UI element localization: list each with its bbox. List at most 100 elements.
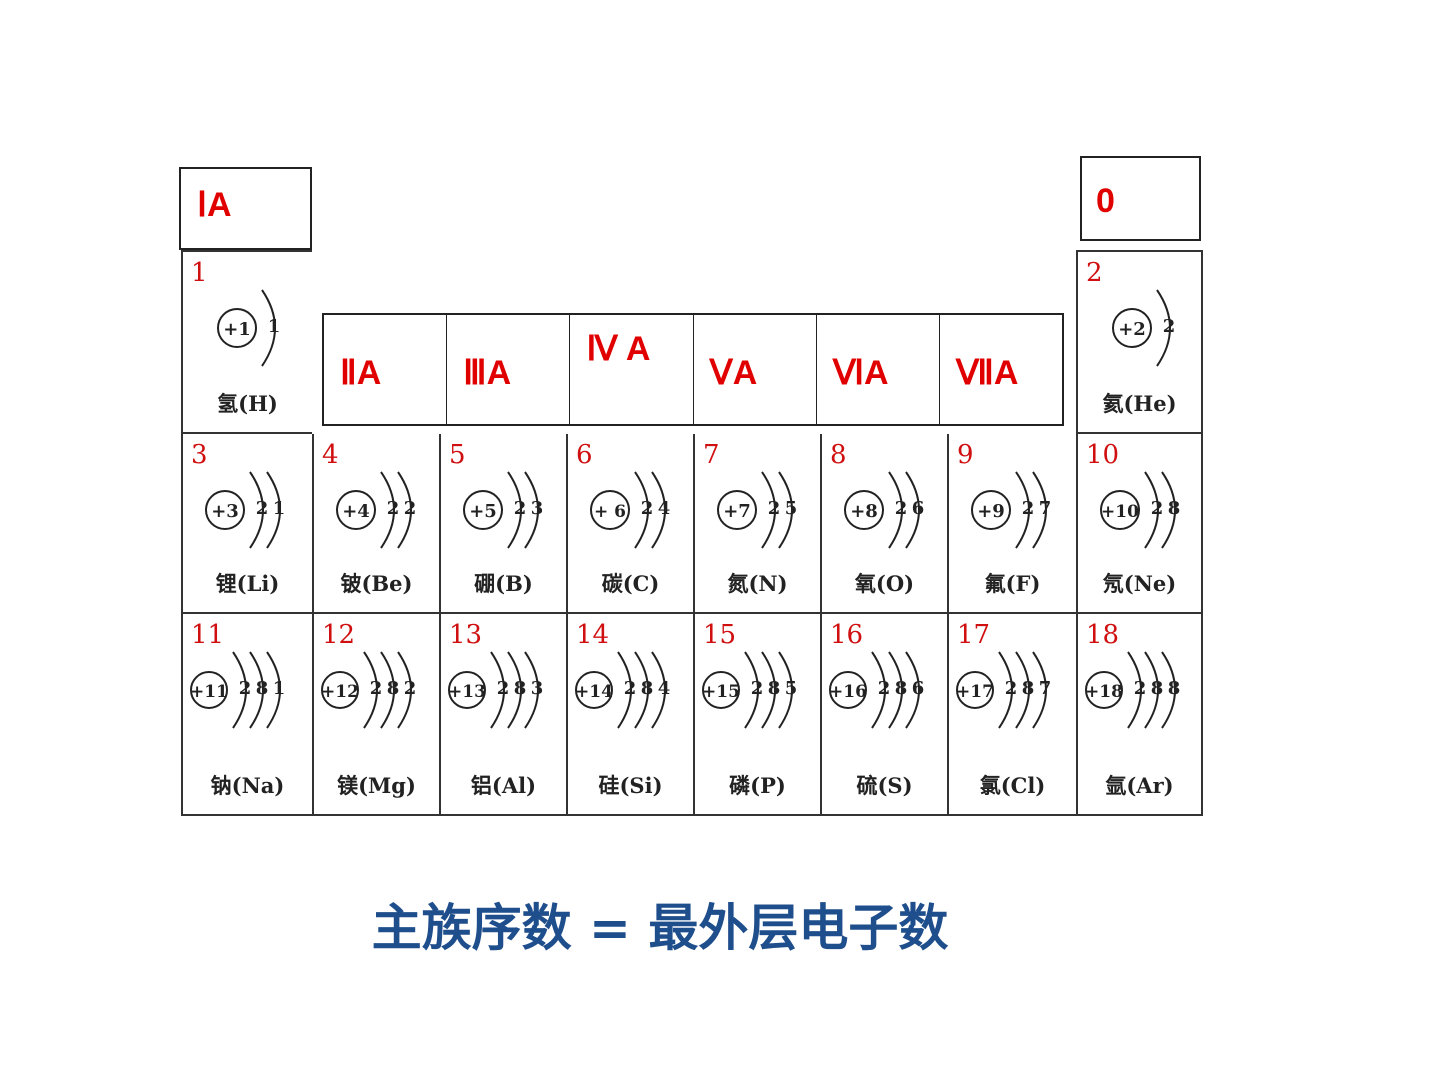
element-name: 钠(Na) bbox=[210, 773, 285, 798]
atomic-number: 12 bbox=[322, 620, 356, 650]
nucleus-charge: +15 bbox=[702, 682, 740, 702]
nucleus-circle bbox=[575, 671, 613, 709]
electron-shell-arc bbox=[761, 471, 776, 549]
shell-electron-count: 3 bbox=[531, 678, 544, 699]
group-header-viia: ⅦA bbox=[940, 315, 1062, 424]
element-name: 铝(Al) bbox=[470, 773, 537, 798]
group-header-iva: Ⅳ A bbox=[570, 315, 694, 424]
atomic-number: 14 bbox=[576, 620, 610, 650]
nucleus-charge: +17 bbox=[956, 682, 994, 702]
atomic-number: 1 bbox=[191, 258, 208, 288]
shell-electron-count: 2 bbox=[256, 498, 269, 519]
electron-shell-arc bbox=[1144, 651, 1159, 729]
electron-shell-arc bbox=[888, 651, 903, 729]
nucleus-circle bbox=[1085, 671, 1123, 709]
electron-shell-arc bbox=[888, 471, 903, 549]
element-name: 氧(O) bbox=[854, 571, 915, 596]
shell-electron-count: 2 bbox=[514, 498, 527, 519]
electron-shell-arc bbox=[905, 651, 920, 729]
electron-shell-arc bbox=[1156, 289, 1171, 367]
group-header-0: 0 bbox=[1080, 156, 1201, 241]
group-label-iiia: ⅢA bbox=[463, 354, 512, 392]
electron-shell-arc bbox=[380, 651, 395, 729]
atomic-number: 6 bbox=[576, 440, 593, 470]
electron-shell-arc bbox=[998, 651, 1013, 729]
nucleus-circle bbox=[590, 490, 630, 530]
nucleus-charge: +18 bbox=[1085, 682, 1123, 702]
shell-electron-count: 2 bbox=[1151, 498, 1164, 519]
element-name: 锂(Li) bbox=[215, 571, 280, 596]
group-label-0: 0 bbox=[1096, 182, 1115, 220]
electron-shell-arc bbox=[266, 471, 281, 549]
electron-shell-arc bbox=[249, 651, 264, 729]
nucleus-circle bbox=[844, 490, 884, 530]
nucleus-circle bbox=[829, 671, 867, 709]
element-name: 氮(N) bbox=[727, 571, 788, 596]
electron-shell-arc bbox=[232, 651, 247, 729]
element-name: 碳(C) bbox=[601, 571, 660, 596]
electron-shell-arc bbox=[507, 651, 522, 729]
electron-shell-arc bbox=[905, 471, 920, 549]
shell-electron-count: 4 bbox=[658, 678, 671, 699]
electron-shell-arc bbox=[1015, 471, 1030, 549]
shell-electron-count: 2 bbox=[768, 498, 781, 519]
nucleus-charge: +1 bbox=[223, 319, 251, 340]
element-name: 氩(Ar) bbox=[1105, 773, 1174, 798]
group-header-ia: ⅠA bbox=[179, 167, 312, 250]
nucleus-charge: +4 bbox=[342, 501, 370, 522]
nucleus-circle bbox=[717, 490, 757, 530]
nucleus-charge: +12 bbox=[321, 682, 359, 702]
shell-electron-count: 6 bbox=[912, 678, 925, 699]
atomic-number: 17 bbox=[957, 620, 991, 650]
shell-electron-count: 8 bbox=[895, 678, 908, 699]
nucleus-charge: +16 bbox=[829, 682, 867, 702]
nucleus-charge: +7 bbox=[723, 501, 751, 522]
atomic-number: 16 bbox=[830, 620, 864, 650]
element-name: 磷(P) bbox=[729, 773, 786, 798]
electron-shell-arc bbox=[524, 471, 539, 549]
nucleus-charge: +13 bbox=[448, 682, 486, 702]
shell-electron-count: 1 bbox=[273, 678, 286, 699]
shell-electron-count: 2 bbox=[497, 678, 510, 699]
group-header-iia: ⅡA bbox=[324, 315, 448, 424]
group-label-iva: Ⅳ A bbox=[586, 330, 651, 368]
shell-electron-count: 1 bbox=[268, 316, 281, 337]
atomic-number: 7 bbox=[703, 440, 720, 470]
electron-shell-arc bbox=[744, 651, 759, 729]
electron-shell-arc bbox=[1161, 651, 1176, 729]
shell-electron-count: 8 bbox=[256, 678, 269, 699]
electron-shell-arc bbox=[397, 651, 412, 729]
shell-electron-count: 8 bbox=[1151, 678, 1164, 699]
nucleus-circle bbox=[1100, 490, 1140, 530]
shell-electron-count: 7 bbox=[1039, 678, 1052, 699]
shell-electron-count: 8 bbox=[641, 678, 654, 699]
electron-shell-arc bbox=[266, 651, 281, 729]
shell-electron-count: 2 bbox=[624, 678, 637, 699]
electron-shell-arc bbox=[651, 471, 666, 549]
shell-electron-count: 2 bbox=[1134, 678, 1147, 699]
nucleus-circle bbox=[205, 490, 245, 530]
nucleus-circle bbox=[448, 671, 486, 709]
atomic-number: 11 bbox=[191, 620, 225, 650]
element-name: 镁(Mg) bbox=[337, 773, 416, 798]
shell-electron-count: 3 bbox=[531, 498, 544, 519]
nucleus-circle bbox=[971, 490, 1011, 530]
nucleus-charge: +2 bbox=[1118, 319, 1146, 340]
electron-shell-arc bbox=[249, 471, 264, 549]
nucleus-circle bbox=[1112, 308, 1152, 348]
element-name: 硫(S) bbox=[856, 773, 913, 798]
atomic-number: 13 bbox=[449, 620, 483, 650]
